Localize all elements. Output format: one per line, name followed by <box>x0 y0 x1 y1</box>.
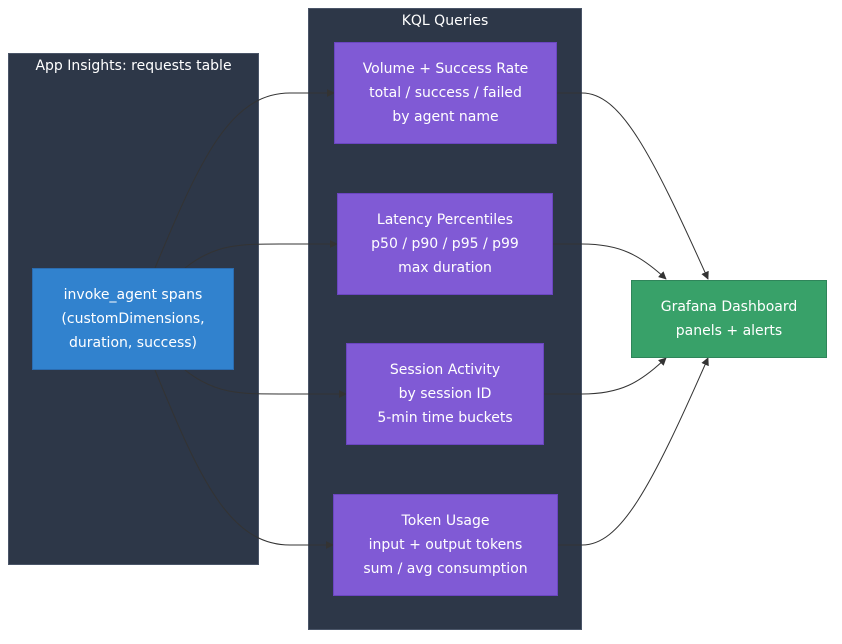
volume-success-rate-node[interactable]: Volume + Success Rate total / success / … <box>334 42 557 144</box>
spans-line-2: (customDimensions, <box>61 311 205 327</box>
session-line-2: by session ID <box>398 386 492 402</box>
spans-line-1: invoke_agent spans <box>63 287 203 303</box>
session-line-1: Session Activity <box>389 362 501 378</box>
grafana-line-1: Grafana Dashboard <box>660 299 798 315</box>
latency-line-2: p50 / p90 / p95 / p99 <box>371 236 519 252</box>
session-activity-node[interactable]: Session Activity by session ID 5-min tim… <box>346 343 544 445</box>
token-usage-node[interactable]: Token Usage input + output tokens sum / … <box>333 494 558 596</box>
latency-line-1: Latency Percentiles <box>376 212 514 228</box>
volume-line-1: Volume + Success Rate <box>362 61 529 77</box>
grafana-dashboard-node[interactable]: Grafana Dashboard panels + alerts <box>631 280 827 358</box>
app-insights-cluster-title: App Insights: requests table <box>35 58 232 74</box>
volume-line-3: by agent name <box>392 109 499 125</box>
tokens-line-2: input + output tokens <box>368 537 523 553</box>
tokens-line-3: sum / avg consumption <box>363 561 528 577</box>
invoke-agent-spans-node[interactable]: invoke_agent spans (customDimensions, du… <box>32 268 234 370</box>
session-line-3: 5-min time buckets <box>377 410 513 426</box>
latency-line-3: max duration <box>398 260 492 276</box>
grafana-line-2: panels + alerts <box>675 323 783 339</box>
spans-line-3: duration, success) <box>68 335 198 351</box>
volume-line-2: total / success / failed <box>369 85 522 101</box>
kql-queries-cluster-title: KQL Queries <box>401 13 489 29</box>
tokens-line-1: Token Usage <box>401 513 490 529</box>
latency-percentiles-node[interactable]: Latency Percentiles p50 / p90 / p95 / p9… <box>337 193 553 295</box>
